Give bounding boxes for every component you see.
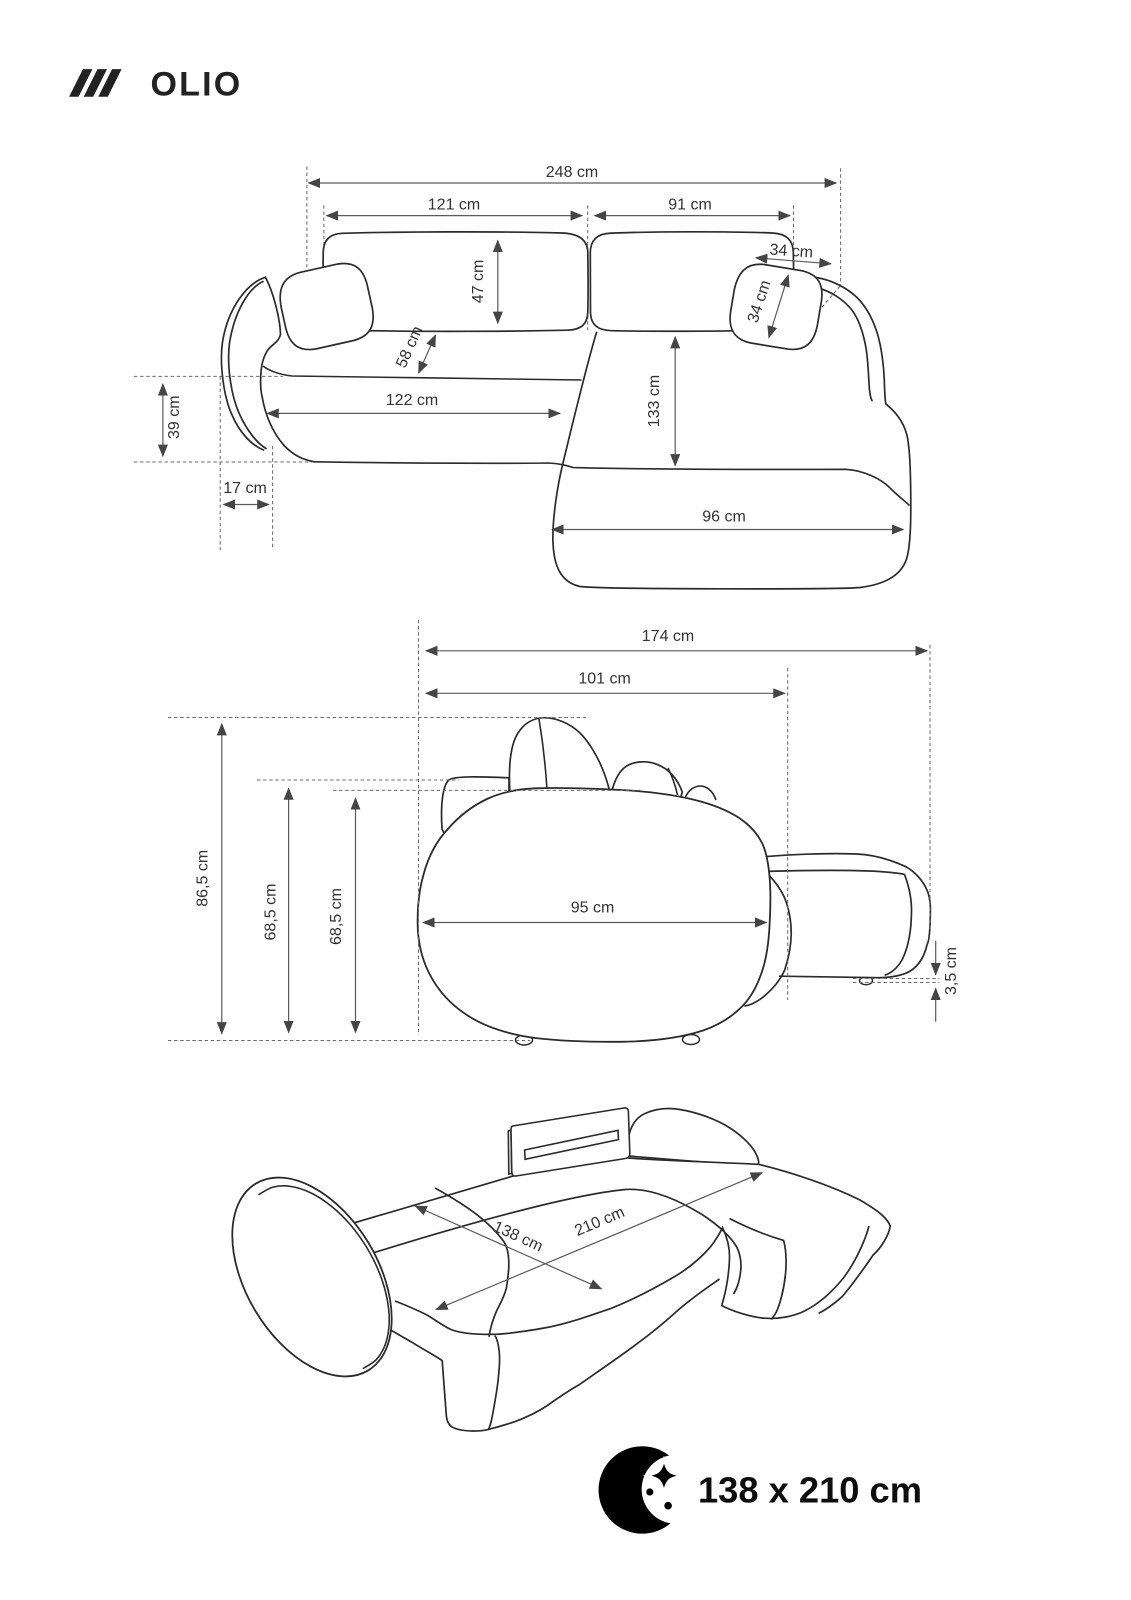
svg-text:121 cm: 121 cm (428, 197, 480, 214)
svg-text:47 cm: 47 cm (470, 260, 487, 304)
svg-text:96 cm: 96 cm (702, 509, 746, 526)
svg-text:39 cm: 39 cm (166, 395, 183, 439)
svg-text:86,5 cm: 86,5 cm (195, 850, 212, 907)
svg-text:OLIO: OLIO (151, 65, 243, 103)
svg-text:133 cm: 133 cm (646, 375, 663, 427)
svg-text:95 cm: 95 cm (571, 900, 615, 917)
svg-text:101 cm: 101 cm (578, 671, 630, 688)
svg-text:248 cm: 248 cm (546, 164, 598, 181)
svg-text:68,5 cm: 68,5 cm (263, 884, 280, 941)
svg-text:174 cm: 174 cm (642, 628, 694, 645)
svg-text:34 cm: 34 cm (769, 242, 814, 262)
svg-text:122 cm: 122 cm (386, 392, 438, 409)
svg-text:17 cm: 17 cm (223, 480, 267, 497)
svg-text:68,5 cm: 68,5 cm (328, 888, 345, 945)
svg-text:3,5 cm: 3,5 cm (943, 947, 960, 995)
svg-text:138 x 210 cm: 138 x 210 cm (698, 1469, 922, 1510)
svg-text:91 cm: 91 cm (668, 197, 712, 214)
